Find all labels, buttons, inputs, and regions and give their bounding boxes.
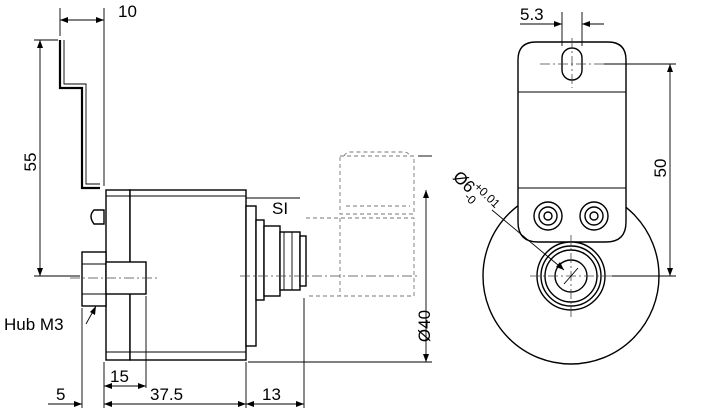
mounting-bracket [58,40,100,190]
dim-hole-offset: 5.3 [520,5,544,24]
front-hub [530,235,612,317]
encoder-body [129,189,247,361]
dim-top-width: 10 [118,2,137,21]
dim-bracket-height: 55 [21,153,40,172]
hub-label: Hub M3 [4,315,64,334]
front-view: Ø6 +0.01 -0 5.3 50 [449,5,676,365]
dim-bracket-length: 50 [651,159,670,178]
dim-body-diameter: Ø40 [415,310,434,342]
connector [263,225,307,297]
dim-37-5: 37.5 [150,385,183,404]
si-label: SI [272,199,288,218]
side-view: 10 55 SI Hub M3 15 5 37. [4,2,434,408]
set-screw [90,209,105,225]
hub [70,251,160,307]
front-screws [533,201,609,231]
mating-plug-outline [306,151,415,297]
dim-15: 15 [110,367,129,386]
dim-13: 13 [262,385,281,404]
dim-5: 5 [56,385,65,404]
